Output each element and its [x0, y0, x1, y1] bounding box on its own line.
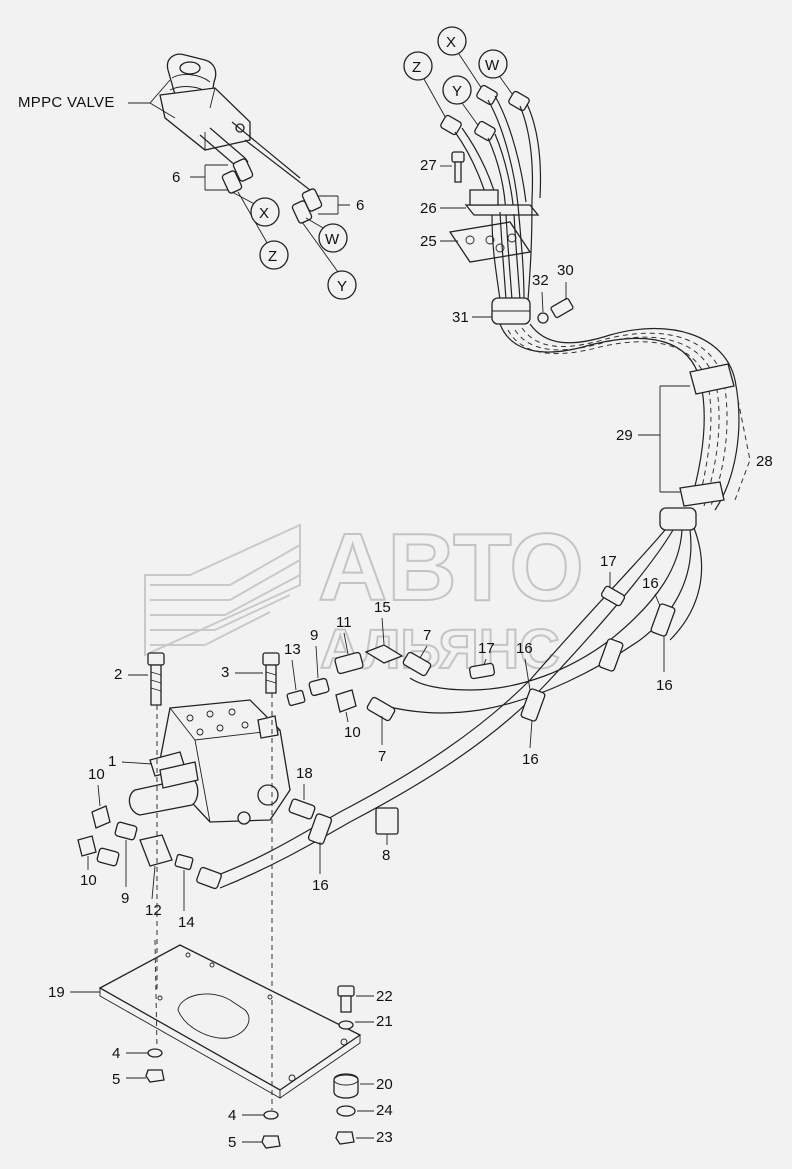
hose-sweep: 29 28 [499, 323, 773, 511]
port-x-left: X [259, 205, 269, 222]
lower-hoses: 8 17 17 16 16 16 16 16 18 7 7 [209, 507, 703, 894]
callout-3: 3 [221, 664, 229, 681]
mount-plate: 19 [48, 693, 362, 1110]
callout-2: 2 [114, 666, 122, 683]
callout-25: 25 [420, 233, 437, 250]
callout-27: 27 [420, 157, 437, 174]
callout-7-bottom: 7 [378, 748, 386, 765]
callout-21: 21 [376, 1013, 393, 1030]
port-y-top: Y [452, 83, 462, 100]
callout-5-left: 5 [112, 1071, 120, 1088]
callout-20: 20 [376, 1076, 393, 1093]
callout-16-a: 16 [642, 575, 659, 592]
fitting-6-left [221, 158, 254, 194]
hose-bundle-top: Z X Y W 26 27 25 [403, 26, 574, 326]
watermark: АВТО АЛЬЯНС [144, 513, 585, 681]
hardware: 4 5 4 5 22 21 20 24 23 [112, 985, 393, 1151]
callout-4-right: 4 [228, 1107, 236, 1124]
callout-17-left: 17 [478, 640, 495, 657]
mppc-valve-assembly: MPPC VALVE 6 6 X Z W Y [18, 53, 364, 300]
callout-8: 8 [382, 847, 390, 864]
callout-30: 30 [557, 262, 574, 279]
callout-12: 12 [145, 902, 162, 919]
callout-29: 29 [616, 427, 633, 444]
watermark-logo-icon [144, 523, 301, 657]
callout-13: 13 [284, 641, 301, 658]
bolts-2-3: 2 3 [114, 652, 280, 706]
callout-6-right: 6 [356, 197, 364, 214]
callout-16-c: 16 [656, 677, 673, 694]
callout-4-left: 4 [112, 1045, 120, 1062]
callout-6-left: 6 [172, 169, 180, 186]
callout-7-top: 7 [423, 627, 431, 644]
port-w-left: W [325, 231, 340, 248]
callout-22: 22 [376, 988, 393, 1005]
callout-15: 15 [374, 599, 391, 616]
callout-16-e: 16 [312, 877, 329, 894]
control-valve: 1 [108, 699, 291, 825]
label-mppc-valve: MPPC VALVE [18, 94, 115, 111]
watermark-line2: АЛЬЯНС [320, 617, 560, 680]
callout-11: 11 [336, 614, 352, 631]
callout-19: 19 [48, 984, 65, 1001]
callout-24: 24 [376, 1102, 393, 1119]
callout-26: 26 [420, 200, 437, 217]
port-y-left: Y [337, 278, 347, 295]
callout-23: 23 [376, 1129, 393, 1146]
fittings: 13 9 11 15 10 10 10 9 12 14 [77, 599, 404, 931]
port-z-top: Z [412, 59, 421, 76]
callout-17-right: 17 [600, 553, 617, 570]
callout-10-lower-left: 10 [80, 872, 97, 889]
callout-18: 18 [296, 765, 313, 782]
callout-14: 14 [178, 914, 195, 931]
callout-9-top: 9 [310, 627, 318, 644]
callout-16-d: 16 [522, 751, 539, 768]
port-x-top: X [446, 34, 456, 51]
fitting-6-right [291, 188, 323, 224]
callout-10-upper-left: 10 [88, 766, 105, 783]
callout-16-b: 16 [516, 640, 533, 657]
callout-10-mid: 10 [344, 724, 361, 741]
watermark-line1: АВТО [318, 514, 584, 621]
port-z-left: Z [268, 248, 277, 265]
callout-1: 1 [108, 753, 116, 770]
callout-28: 28 [756, 453, 773, 470]
callout-31: 31 [452, 309, 469, 326]
callout-5-right: 5 [228, 1134, 236, 1151]
callout-32: 32 [532, 272, 549, 289]
callout-9-bottom: 9 [121, 890, 129, 907]
port-w-top: W [485, 57, 500, 74]
